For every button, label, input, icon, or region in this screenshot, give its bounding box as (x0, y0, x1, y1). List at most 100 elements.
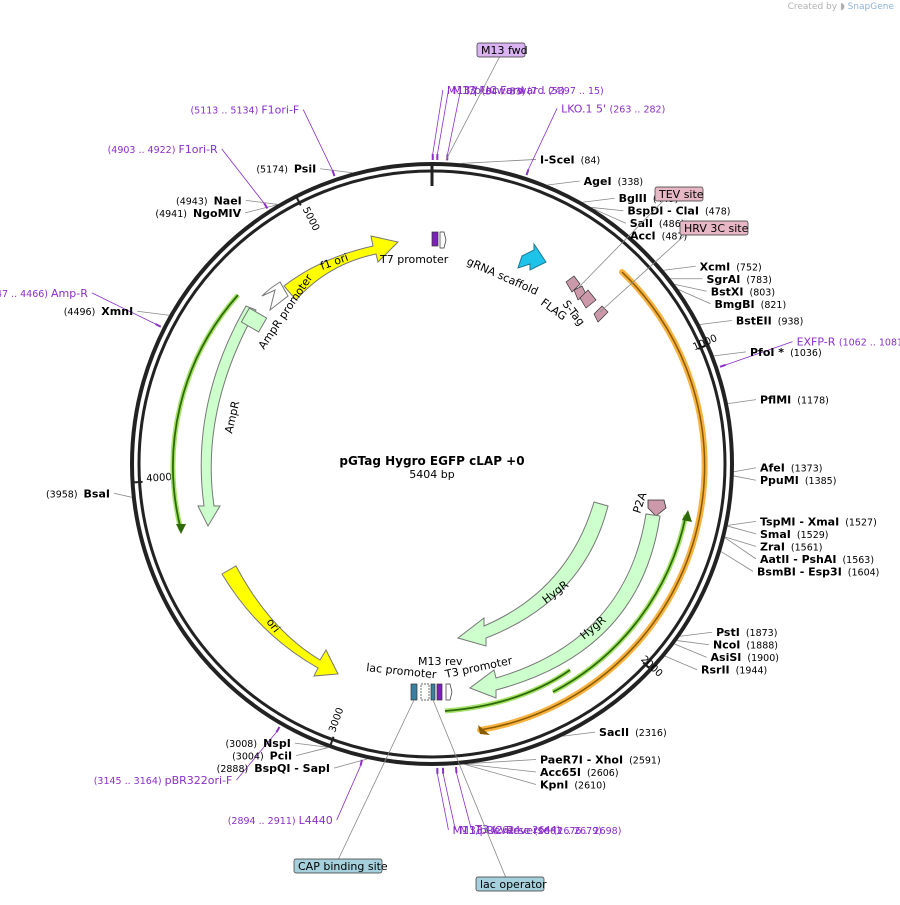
enzyme-site-name: PfoI * (750, 346, 784, 359)
enzyme-site-name: BglII (619, 192, 647, 205)
enzyme-site-name: BspDI - ClaI (627, 205, 699, 218)
primer-label: (2894 .. 2911) L4440 (228, 814, 333, 827)
primer-position: (4903 .. 4922) (108, 145, 179, 156)
primer-leader (303, 110, 332, 171)
primer-position: (5113 .. 5134) (190, 106, 261, 117)
t7-promoter-label: T7 promoter (379, 253, 449, 266)
primer-site (527, 169, 529, 175)
enzyme-site-position: (2606) (587, 768, 619, 779)
plasmid-size: 5404 bp (409, 468, 454, 481)
enzyme-site-position: (2610) (574, 780, 606, 791)
primer-name: (34 .. 53) (482, 86, 526, 97)
site-leader (680, 632, 712, 636)
enzyme-site-position: (1527) (845, 517, 877, 528)
bp-tick-label: 3000 (327, 706, 346, 734)
site-leader (728, 526, 756, 534)
features: f1 ori AmpR promoter AmpR ori T7 promote… (173, 232, 705, 735)
enzyme-site-name: KpnI (540, 778, 568, 791)
enzyme-site-name: BmgBI (714, 298, 754, 311)
primer-position: M13/pUC Reverse (452, 824, 553, 837)
site-leader (296, 748, 328, 756)
site-leader (734, 476, 756, 480)
site-leader (725, 537, 756, 546)
p2a-label: P2A (630, 490, 649, 515)
site-leader (728, 521, 756, 525)
enzyme-site-name: BstXI (711, 285, 744, 298)
ampr-promoter-label: AmpR promoter (256, 272, 316, 352)
enzyme-site-position: (752) (736, 262, 762, 273)
enzyme-site-name: AsiSI (711, 651, 742, 664)
site-leader (734, 468, 756, 472)
enzyme-site-position: (2316) (635, 728, 667, 739)
enzyme-site-name: NspI (263, 737, 291, 750)
primer-site (361, 760, 362, 766)
enzyme-site-name: PsiI (294, 163, 316, 176)
site-leader (320, 169, 352, 173)
site-leader (721, 552, 753, 572)
enzyme-site-position: (4496) (64, 307, 96, 318)
site-leader (137, 311, 169, 315)
site-leader (700, 320, 732, 324)
enzyme-site-name: PaeR7I - XhoI (540, 753, 623, 766)
enzyme-site-position: (1888) (746, 641, 778, 652)
lac-operator-box-label: lac operator (480, 878, 547, 891)
lac-promoter-block (421, 684, 429, 700)
credit-prefix: Created by (788, 2, 838, 12)
primer-leader (443, 774, 455, 830)
enzyme-site-name: BsaI (84, 487, 110, 500)
site-leader (725, 538, 756, 559)
enzyme-site-position: (783) (746, 275, 772, 286)
t7-purple-block (432, 232, 438, 246)
enzyme-site-name: AccI (630, 230, 656, 243)
enzyme-site-position: (3008) (225, 739, 257, 750)
primer-label: (5113 .. 5134) F1ori-F (190, 104, 299, 117)
enzyme-site-name: Acc65I (540, 766, 581, 779)
primer-position: EXFP-R (797, 336, 839, 349)
enzyme-site-position: (1036) (790, 348, 822, 359)
site-leader (728, 400, 756, 404)
enzyme-site-name: ZraI (760, 540, 785, 553)
enzyme-site-position: (1900) (747, 653, 779, 664)
enzyme-site-name: I-SceI (540, 153, 575, 166)
enzyme-site-position: (1178) (797, 396, 829, 407)
enzyme-site-position: (338) (618, 177, 644, 188)
enzyme-site-position: (2591) (629, 755, 661, 766)
site-leader (114, 493, 132, 497)
primer-position: (3145 .. 3164) (94, 776, 165, 787)
enzyme-site-name: NcoI (713, 639, 740, 652)
m13-fwd-leader (446, 56, 500, 160)
enzyme-site-name: AfeI (760, 462, 785, 475)
enzyme-site-name: XmnI (101, 305, 133, 318)
primer-site (155, 324, 160, 327)
cap-binding-block (411, 684, 417, 700)
enzyme-site-position: (1563) (842, 555, 874, 566)
primer-label: (4447 .. 4466) Amp-R (0, 287, 88, 300)
primer-name: (5397 .. 15) (548, 86, 604, 97)
bp-tick-label: 4000 (146, 472, 172, 485)
primer-leader (437, 90, 448, 154)
enzyme-site-position: (1529) (797, 530, 829, 541)
enzyme-site-position: (803) (750, 287, 776, 298)
cap-leader (338, 700, 414, 860)
enzyme-site-position: (5174) (256, 165, 288, 176)
primer-name: (2676 .. 2698) (554, 826, 622, 837)
primer-name: (263 .. 282) (610, 104, 666, 115)
enzyme-site-position: (1604) (848, 567, 880, 578)
m13-fwd-box-label: M13 fwd (481, 44, 528, 57)
site-leader (464, 764, 536, 784)
primer-label: (4903 .. 4922) F1ori-R (108, 143, 218, 156)
primer-label: T7 (34 .. 53) (463, 84, 525, 97)
primer-name: F1ori-R (178, 143, 218, 156)
tev-box-label: TEV site (658, 188, 704, 201)
enzyme-site-name: SgrAI (707, 273, 741, 286)
primer-label: M13/pUC Reverse (2676 .. 2698) (452, 824, 621, 837)
site-leader (461, 159, 536, 163)
snapgene-credit: Created by ◗ SnapGene (788, 2, 894, 12)
enzyme-site-position: (3958) (46, 489, 78, 500)
primer-name: L4440 (299, 814, 333, 827)
m13-rev-block (437, 684, 442, 700)
primer-site (333, 170, 335, 176)
enzyme-site-name: TspMI - XmaI (760, 515, 839, 528)
